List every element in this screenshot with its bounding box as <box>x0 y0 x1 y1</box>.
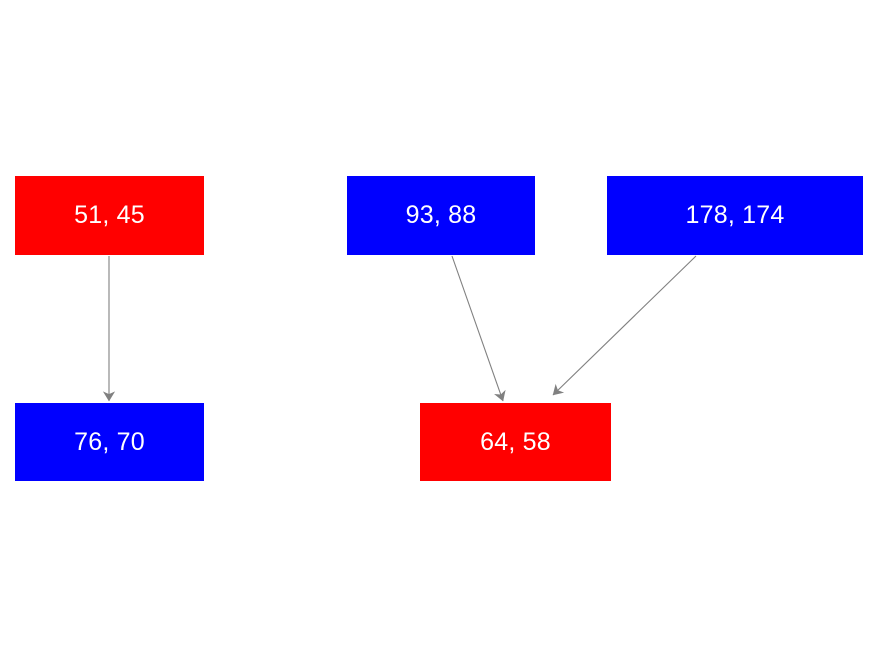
edge-line <box>451 255 506 402</box>
node-64-58[interactable]: 64, 58 <box>420 403 611 481</box>
node-93-88[interactable]: 93, 88 <box>347 176 535 255</box>
edge-line <box>552 255 697 396</box>
node-51-45[interactable]: 51, 45 <box>15 176 204 255</box>
node-label: 64, 58 <box>480 427 551 456</box>
node-76-70[interactable]: 76, 70 <box>15 403 204 481</box>
node-label: 51, 45 <box>74 201 145 229</box>
node-label: 93, 88 <box>405 201 477 229</box>
node-label: 76, 70 <box>74 427 145 456</box>
node-label: 178, 174 <box>685 201 785 229</box>
node-178-174[interactable]: 178, 174 <box>607 176 863 255</box>
edge-93-88-to-64-58 <box>451 255 506 402</box>
edge-178-174-to-64-58 <box>552 255 697 396</box>
